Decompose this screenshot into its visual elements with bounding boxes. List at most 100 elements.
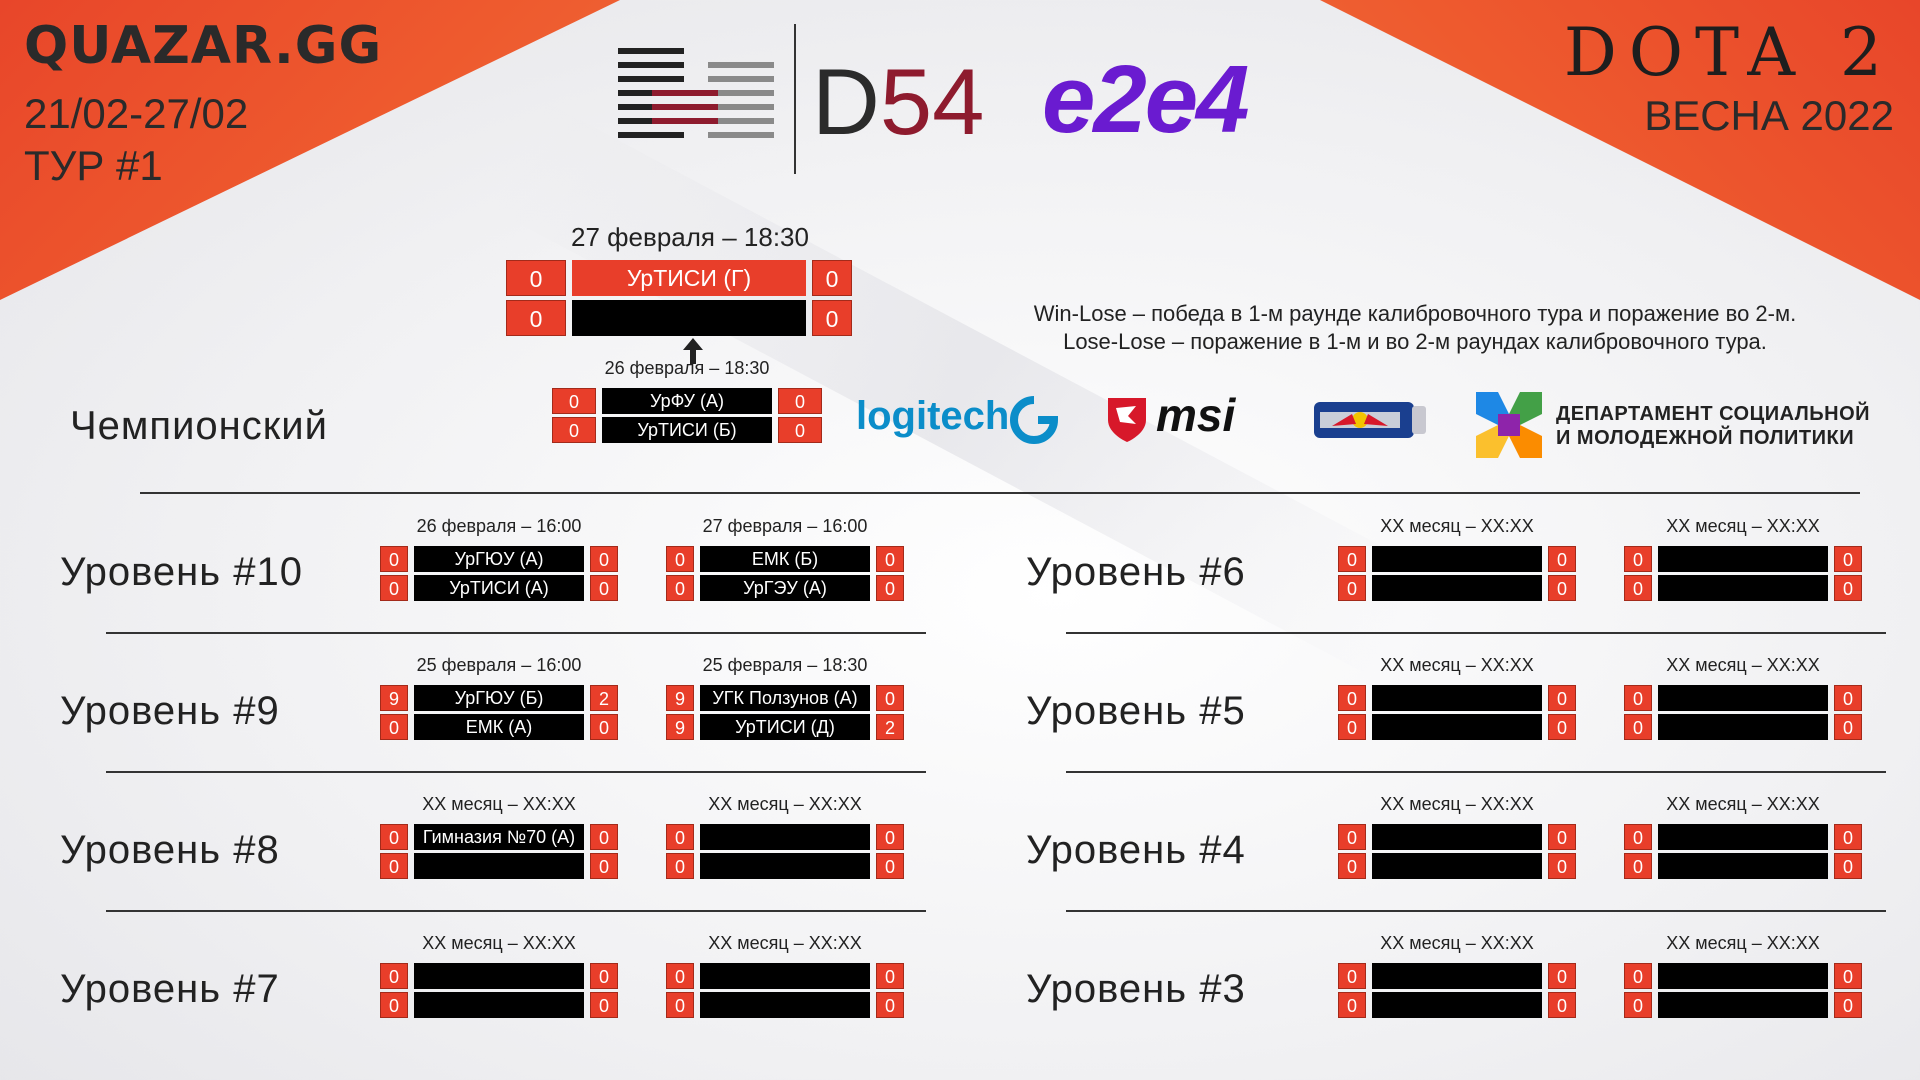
score-left: 0 <box>666 824 694 850</box>
team-name <box>1372 685 1542 711</box>
score-left: 0 <box>1338 575 1366 601</box>
game-title: DOTA 2 <box>1563 14 1894 91</box>
score-left: 9 <box>666 685 694 711</box>
score-left: 0 <box>1624 546 1652 572</box>
logitech-g-icon <box>1010 396 1059 444</box>
champion-level-label: Чемпионский <box>70 404 328 448</box>
match-date: 25 февраля – 18:30 <box>702 655 868 675</box>
level-label: Уровень #10 <box>60 550 303 594</box>
match-date: XX месяц – XX:XX <box>708 794 862 814</box>
score-left: 0 <box>1338 685 1366 711</box>
tour-label: ТУР #1 <box>24 142 163 189</box>
team-name <box>414 963 584 989</box>
score-right: 0 <box>1548 546 1576 572</box>
level-label: Уровень #6 <box>1026 550 1246 594</box>
team-name: УрТИСИ (Д) <box>700 714 870 740</box>
date-and-tour: 21/02-27/02 ТУР #1 <box>24 88 248 192</box>
team-name: УрТИСИ (А) <box>414 575 584 601</box>
match-date: XX месяц – XX:XX <box>1666 933 1820 953</box>
score-right: 0 <box>1548 963 1576 989</box>
team-name <box>1372 575 1542 601</box>
score-left: 0 <box>1338 714 1366 740</box>
score-left: 0 <box>380 714 408 740</box>
score-right: 0 <box>590 575 618 601</box>
score-right: 0 <box>778 388 822 414</box>
score-right: 0 <box>590 546 618 572</box>
team-name <box>700 992 870 1018</box>
logitech-logo: logitech <box>856 394 1010 438</box>
format-info: Win-Lose – победа в 1-м раунде калиброво… <box>900 300 1920 356</box>
season-label: ВЕСНА 2022 <box>1644 92 1894 139</box>
score-right: 0 <box>590 992 618 1018</box>
team-name <box>1372 714 1542 740</box>
match-date: 25 февраля – 16:00 <box>416 655 582 675</box>
score-right: 2 <box>590 685 618 711</box>
team-name <box>1372 546 1542 572</box>
d54-number: 54 <box>879 49 985 154</box>
team-name <box>1658 992 1828 1018</box>
score-right: 0 <box>876 824 904 850</box>
final-match-date: 27 февраля – 18:30 <box>571 222 809 252</box>
score-left: 0 <box>1338 992 1366 1018</box>
score-right: 0 <box>876 963 904 989</box>
team-name: ЕМК (А) <box>414 714 584 740</box>
team-name <box>1658 714 1828 740</box>
match-date: XX месяц – XX:XX <box>1380 794 1534 814</box>
level-label: Уровень #9 <box>60 689 280 733</box>
level-divider <box>106 771 926 773</box>
level-label: Уровень #5 <box>1026 689 1246 733</box>
team-name <box>1658 853 1828 879</box>
team-name <box>700 824 870 850</box>
team-name: ЕМК (Б) <box>700 546 870 572</box>
team-name: УрГЭУ (А) <box>700 575 870 601</box>
score-right: 0 <box>590 714 618 740</box>
score-right: 2 <box>876 714 904 740</box>
info-lose-lose: Lose-Lose – поражение в 1-м и во 2-м рау… <box>1063 329 1767 354</box>
score-left: 0 <box>1338 546 1366 572</box>
champion-divider <box>140 492 1860 494</box>
score-right: 0 <box>590 853 618 879</box>
info-win-lose: Win-Lose – победа в 1-м раунде калиброво… <box>1033 301 1797 326</box>
msi-dragon-icon <box>1108 398 1146 442</box>
level-label: Уровень #8 <box>60 828 280 872</box>
match-date: 26 февраля – 18:30 <box>604 358 770 378</box>
team-name: УрГЮУ (Б) <box>414 685 584 711</box>
score-left: 0 <box>552 417 596 443</box>
score-left: 0 <box>380 546 408 572</box>
score-left: 9 <box>666 714 694 740</box>
score-right: 0 <box>876 853 904 879</box>
level-divider <box>106 632 926 634</box>
logo-separator <box>794 24 796 174</box>
match-date: XX месяц – XX:XX <box>1380 933 1534 953</box>
score-right: 0 <box>590 963 618 989</box>
team-name: УрГЮУ (А) <box>414 546 584 572</box>
score-left: 0 <box>1624 992 1652 1018</box>
match-date: XX месяц – XX:XX <box>1666 516 1820 536</box>
lines-logo-icon <box>618 48 774 138</box>
team-name: УрТИСИ (Б) <box>602 417 772 443</box>
score-right: 0 <box>1834 853 1862 879</box>
team-name <box>1372 992 1542 1018</box>
match-date: 27 февраля – 16:00 <box>702 516 868 536</box>
score-right: 0 <box>876 546 904 572</box>
score-right: 0 <box>1548 575 1576 601</box>
level-label: Уровень #7 <box>60 967 280 1011</box>
score-right: 0 <box>876 575 904 601</box>
score-right: 0 <box>1834 992 1862 1018</box>
score-left: 0 <box>380 575 408 601</box>
team-name <box>414 992 584 1018</box>
team-name: УрФУ (А) <box>602 388 772 414</box>
score-left: 0 <box>1624 575 1652 601</box>
score-right: 0 <box>812 300 852 336</box>
score-right: 0 <box>1548 992 1576 1018</box>
score-left: 0 <box>1624 685 1652 711</box>
team-name <box>1658 575 1828 601</box>
department-line-2: И МОЛОДЕЖНОЙ ПОЛИТИКИ <box>1556 427 1855 449</box>
score-left: 0 <box>506 260 566 296</box>
team-name <box>572 300 806 336</box>
score-left: 0 <box>1338 824 1366 850</box>
score-left: 0 <box>666 546 694 572</box>
match-date: XX месяц – XX:XX <box>422 933 576 953</box>
d54-prefix: D <box>812 49 880 154</box>
date-range: 21/02-27/02 <box>24 90 249 137</box>
